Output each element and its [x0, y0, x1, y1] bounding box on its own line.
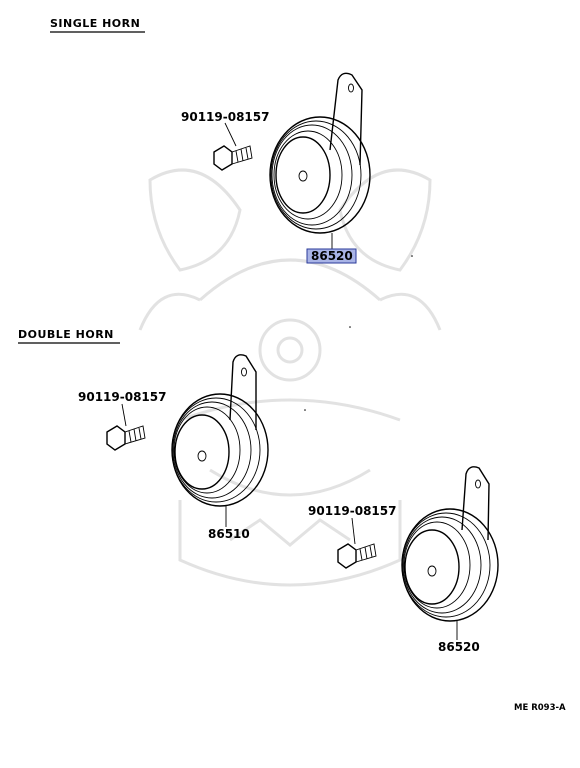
- leader-bolt-double-right: [351, 517, 356, 545]
- leader-bolt-double-left: [121, 403, 127, 427]
- single-horn-bracket: [329, 72, 363, 166]
- double-right-bracket: [461, 466, 490, 541]
- single-bolt: [213, 145, 253, 171]
- leader-bolt-single: [224, 122, 237, 147]
- label-bolt-double-right: 90119-08157: [308, 504, 396, 518]
- double-left-bracket: [229, 354, 257, 430]
- heading-single-horn: SINGLE HORN: [50, 17, 140, 30]
- double-horn-86510: [171, 393, 269, 507]
- label-horn-double-left: 86510: [208, 527, 250, 541]
- label-bolt-single: 90119-08157: [181, 110, 269, 124]
- single-horn-86520: [269, 116, 371, 234]
- diagram-code: ME R093-A: [514, 703, 566, 713]
- highlight-86520[interactable]: [306, 248, 357, 264]
- label-horn-double-right: 86520: [438, 640, 480, 654]
- double-right-bolt: [337, 543, 377, 569]
- heading-double-horn: DOUBLE HORN: [18, 328, 114, 341]
- double-horn-86520: [401, 508, 499, 622]
- samurai-watermark-logo: [138, 168, 442, 587]
- double-left-bolt: [106, 425, 146, 451]
- label-bolt-double-left: 90119-08157: [78, 390, 166, 404]
- label-horn-single[interactable]: 86520: [311, 249, 353, 263]
